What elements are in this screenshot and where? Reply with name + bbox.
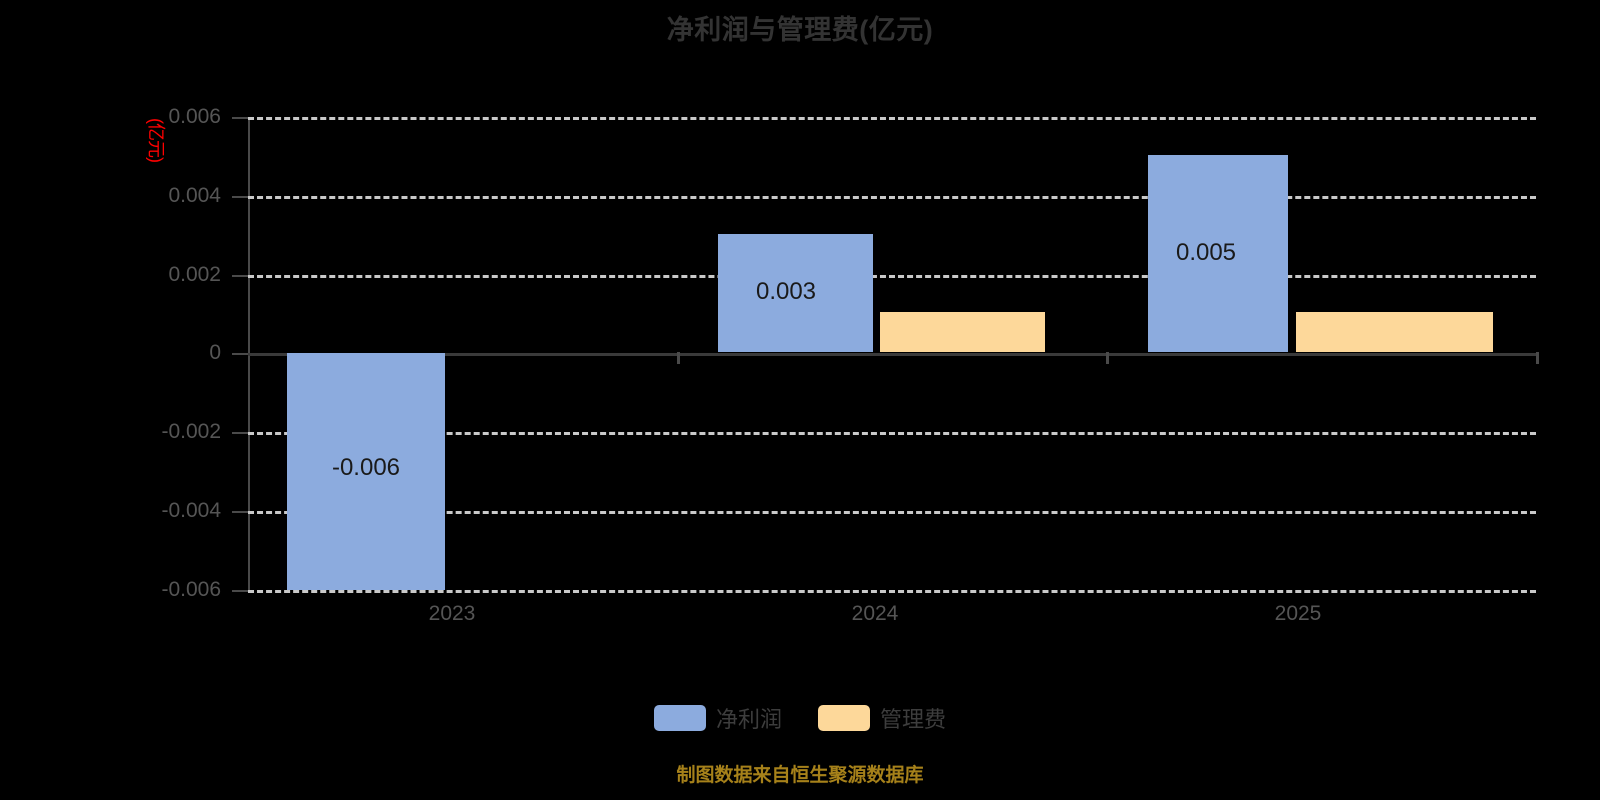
x-tick-label-2025: 2025 xyxy=(1274,602,1322,625)
chart-legend: 净利润 管理费 xyxy=(0,702,1600,734)
gridline xyxy=(248,590,1536,593)
x-tick-mark xyxy=(677,352,680,364)
y-axis-unit-label: (亿元) xyxy=(146,118,166,162)
y-tick-mark xyxy=(232,511,248,513)
y-tick-mark xyxy=(232,117,248,119)
bar-mgmtfee-2024[interactable] xyxy=(880,312,1045,352)
gridline xyxy=(248,511,1536,514)
bar-mgmtfee-2025[interactable] xyxy=(1296,312,1493,352)
legend-swatch-netprofit xyxy=(653,705,706,731)
legend-swatch-mgmtfee xyxy=(818,705,870,731)
y-tick-label: -0.004 xyxy=(161,499,221,522)
y-tick-label: -0.006 xyxy=(161,578,221,601)
plot-area xyxy=(248,117,1536,593)
chart-title: 净利润与管理费(亿元) xyxy=(666,15,934,45)
legend-item-mgmtfee[interactable]: 管理费 xyxy=(818,702,946,734)
legend-label-mgmtfee: 管理费 xyxy=(880,707,947,732)
gridline xyxy=(248,432,1536,435)
legend-label-netprofit: 净利润 xyxy=(715,707,782,732)
gridline xyxy=(248,196,1536,199)
y-tick-mark xyxy=(232,353,248,355)
y-tick-mark xyxy=(232,196,248,198)
y-tick-mark xyxy=(232,590,248,592)
gridline xyxy=(248,275,1536,278)
y-tick-label: 0.004 xyxy=(168,184,221,207)
y-tick-label: 0.002 xyxy=(168,263,221,286)
y-tick-label: -0.002 xyxy=(161,420,221,443)
bar-netprofit-2025[interactable] xyxy=(1148,155,1288,352)
footer-source-note: 制图数据来自恒生聚源数据库 xyxy=(676,765,924,786)
x-tick-label-2023: 2023 xyxy=(428,602,476,625)
gridline xyxy=(248,117,1536,120)
x-tick-mark xyxy=(1536,352,1539,364)
y-tick-mark xyxy=(232,432,248,434)
bar-netprofit-2024[interactable] xyxy=(718,234,873,352)
y-tick-mark xyxy=(232,275,248,277)
x-tick-mark xyxy=(1106,352,1109,364)
legend-item-netprofit[interactable]: 净利润 xyxy=(653,702,782,734)
bar-label-netprofit-2023: -0.006 xyxy=(331,454,401,481)
y-tick-label: 0.006 xyxy=(168,105,221,128)
x-tick-label-2024: 2024 xyxy=(851,602,899,625)
bar-label-netprofit-2024: 0.003 xyxy=(755,278,817,305)
y-tick-label: 0 xyxy=(209,341,221,364)
bar-netprofit-2023[interactable] xyxy=(287,353,445,590)
bar-label-netprofit-2025: 0.005 xyxy=(1175,239,1237,266)
gridline-zero xyxy=(248,353,1536,356)
